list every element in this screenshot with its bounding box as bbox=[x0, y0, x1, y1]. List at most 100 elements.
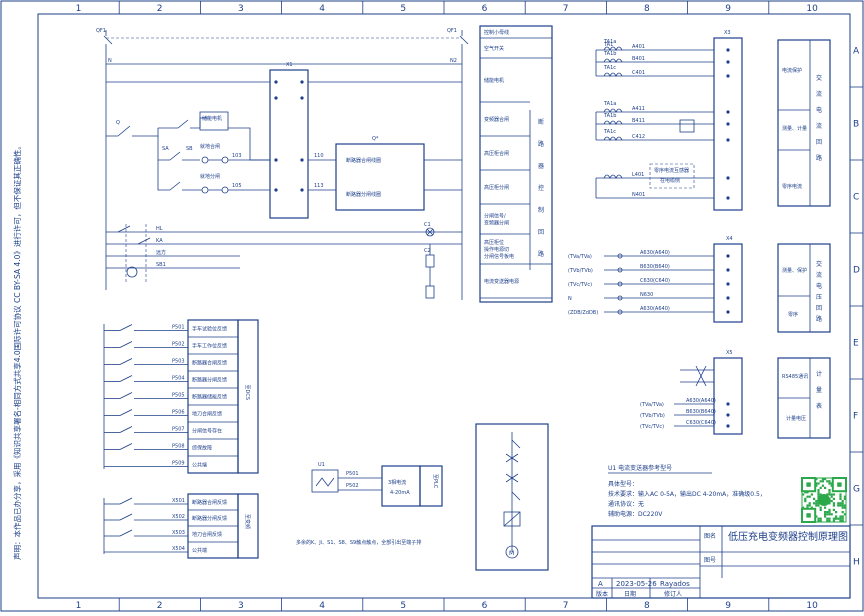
legend-row-text: 高压柜分闸 bbox=[484, 184, 509, 191]
wire-n2-label: N2 bbox=[450, 58, 457, 64]
legend-table: 控制小母线空气开关储能电机变频器合闸高压柜合闸高压柜分闸分闸信号/变频器分闸高压… bbox=[479, 25, 553, 303]
pt-input: (TVc/TVc) bbox=[568, 282, 592, 288]
qr-module bbox=[824, 511, 827, 514]
qr-module bbox=[815, 484, 818, 487]
qr-module bbox=[843, 513, 846, 516]
pt-fuse bbox=[617, 281, 623, 287]
qr-module bbox=[808, 495, 811, 498]
row-label: D bbox=[853, 266, 860, 276]
feedback-code: P501 bbox=[172, 325, 185, 331]
motor-symbol-small bbox=[126, 266, 138, 278]
qr-module bbox=[832, 497, 835, 500]
qr-module bbox=[839, 515, 842, 518]
qr-module bbox=[817, 504, 820, 507]
legend-row-text: 电流变送器电源 bbox=[484, 278, 519, 285]
ct-coil bbox=[603, 46, 623, 51]
qr-module bbox=[810, 493, 813, 496]
pt-code: N630 bbox=[640, 292, 653, 298]
legend-side-char: 器 bbox=[538, 163, 544, 170]
pt-side-char: 流 bbox=[816, 271, 822, 279]
col-label-top: 4 bbox=[319, 4, 325, 14]
legend-side-char: 路 bbox=[538, 140, 544, 148]
feedback-row-label: 手车工作位反馈 bbox=[192, 343, 227, 350]
qr-module bbox=[806, 495, 809, 498]
qr-module bbox=[835, 515, 838, 518]
feedback-contact bbox=[119, 443, 133, 450]
feedback-side-label: 至变频 bbox=[244, 514, 251, 529]
qr-module bbox=[817, 519, 820, 522]
qr-module bbox=[817, 482, 820, 485]
t113-label: 113 bbox=[314, 183, 324, 189]
qr-module bbox=[841, 500, 844, 503]
ct-code: B411 bbox=[632, 118, 645, 124]
legend-row-text: 高压柜合闸 bbox=[484, 150, 509, 157]
revision-value: A bbox=[598, 580, 603, 588]
row-label: A bbox=[853, 47, 860, 57]
qr-module bbox=[821, 480, 824, 483]
c1-label: C1 bbox=[424, 222, 431, 228]
legend-row-text: 高压柜位 bbox=[484, 239, 504, 246]
ct-code: N401 bbox=[632, 192, 645, 198]
qr-finder-core bbox=[837, 482, 842, 487]
qr-module bbox=[817, 491, 820, 494]
comm-right-row-2: 计量电压 bbox=[786, 415, 806, 422]
qr-module bbox=[802, 493, 805, 496]
feedback-code: P508 bbox=[172, 444, 185, 450]
sa-label: SA bbox=[162, 146, 169, 152]
ct-side-char: 回 bbox=[816, 139, 822, 146]
col-label-top: 1 bbox=[76, 4, 82, 14]
motor-label: M bbox=[509, 550, 514, 557]
qr-finder-core bbox=[806, 513, 811, 518]
feedback-code: X502 bbox=[172, 514, 185, 520]
feedback-contact bbox=[119, 375, 133, 382]
qr-module bbox=[830, 484, 833, 487]
x3-label: X3 bbox=[724, 30, 731, 36]
qr-module bbox=[837, 517, 840, 520]
date-label: 日期 bbox=[624, 590, 636, 598]
ct-side-char: 交 bbox=[816, 74, 822, 82]
col-label-top: 3 bbox=[238, 4, 244, 14]
col-label-top: 8 bbox=[644, 4, 650, 14]
t103-label: 103 bbox=[232, 153, 242, 159]
title-name-label: 图名 bbox=[704, 532, 716, 540]
pt-side-char: 压 bbox=[816, 294, 822, 301]
qr-module bbox=[839, 502, 842, 505]
qr-module bbox=[828, 517, 831, 520]
x5-label: X5 bbox=[726, 350, 733, 356]
terminal-dot bbox=[300, 80, 304, 84]
terminal-dot bbox=[726, 296, 730, 300]
qr-module bbox=[828, 480, 831, 483]
qr-module bbox=[806, 504, 809, 507]
qr-module bbox=[841, 511, 844, 514]
feedback-side-cell bbox=[237, 319, 259, 474]
ct-name: TA1c bbox=[603, 65, 616, 71]
qr-module bbox=[839, 495, 842, 498]
col-label-top: 2 bbox=[157, 4, 163, 14]
legend-row-text: 分闸信号板电 bbox=[484, 253, 514, 260]
qr-module bbox=[826, 480, 829, 483]
qr-module bbox=[832, 493, 835, 496]
qr-module bbox=[830, 500, 833, 503]
feedback-row-label: 手车试验位反馈 bbox=[192, 326, 227, 333]
pt-fuse bbox=[617, 309, 623, 315]
feedback-row-label: 断路器分闸反馈 bbox=[192, 515, 227, 522]
row-label: E bbox=[853, 339, 859, 349]
qr-module bbox=[837, 504, 840, 507]
motor-coil-box bbox=[199, 111, 229, 131]
feedback-row-label: 断路器合闸反馈 bbox=[192, 360, 227, 367]
qr-module bbox=[808, 502, 811, 505]
legend-row-text: 储能电机 bbox=[484, 77, 504, 84]
pt-input: (TVa/TVa) bbox=[568, 254, 592, 260]
qr-module bbox=[817, 489, 820, 492]
qr-module bbox=[824, 486, 827, 489]
breaker-right-label: QF1 bbox=[447, 28, 457, 34]
qr-module bbox=[806, 506, 809, 509]
qr-module bbox=[830, 495, 833, 498]
qr-finder bbox=[831, 477, 847, 493]
qr-module bbox=[841, 504, 844, 507]
wire-n-label: N bbox=[108, 58, 112, 64]
qr-module bbox=[830, 482, 833, 485]
qr-finder bbox=[801, 507, 817, 523]
